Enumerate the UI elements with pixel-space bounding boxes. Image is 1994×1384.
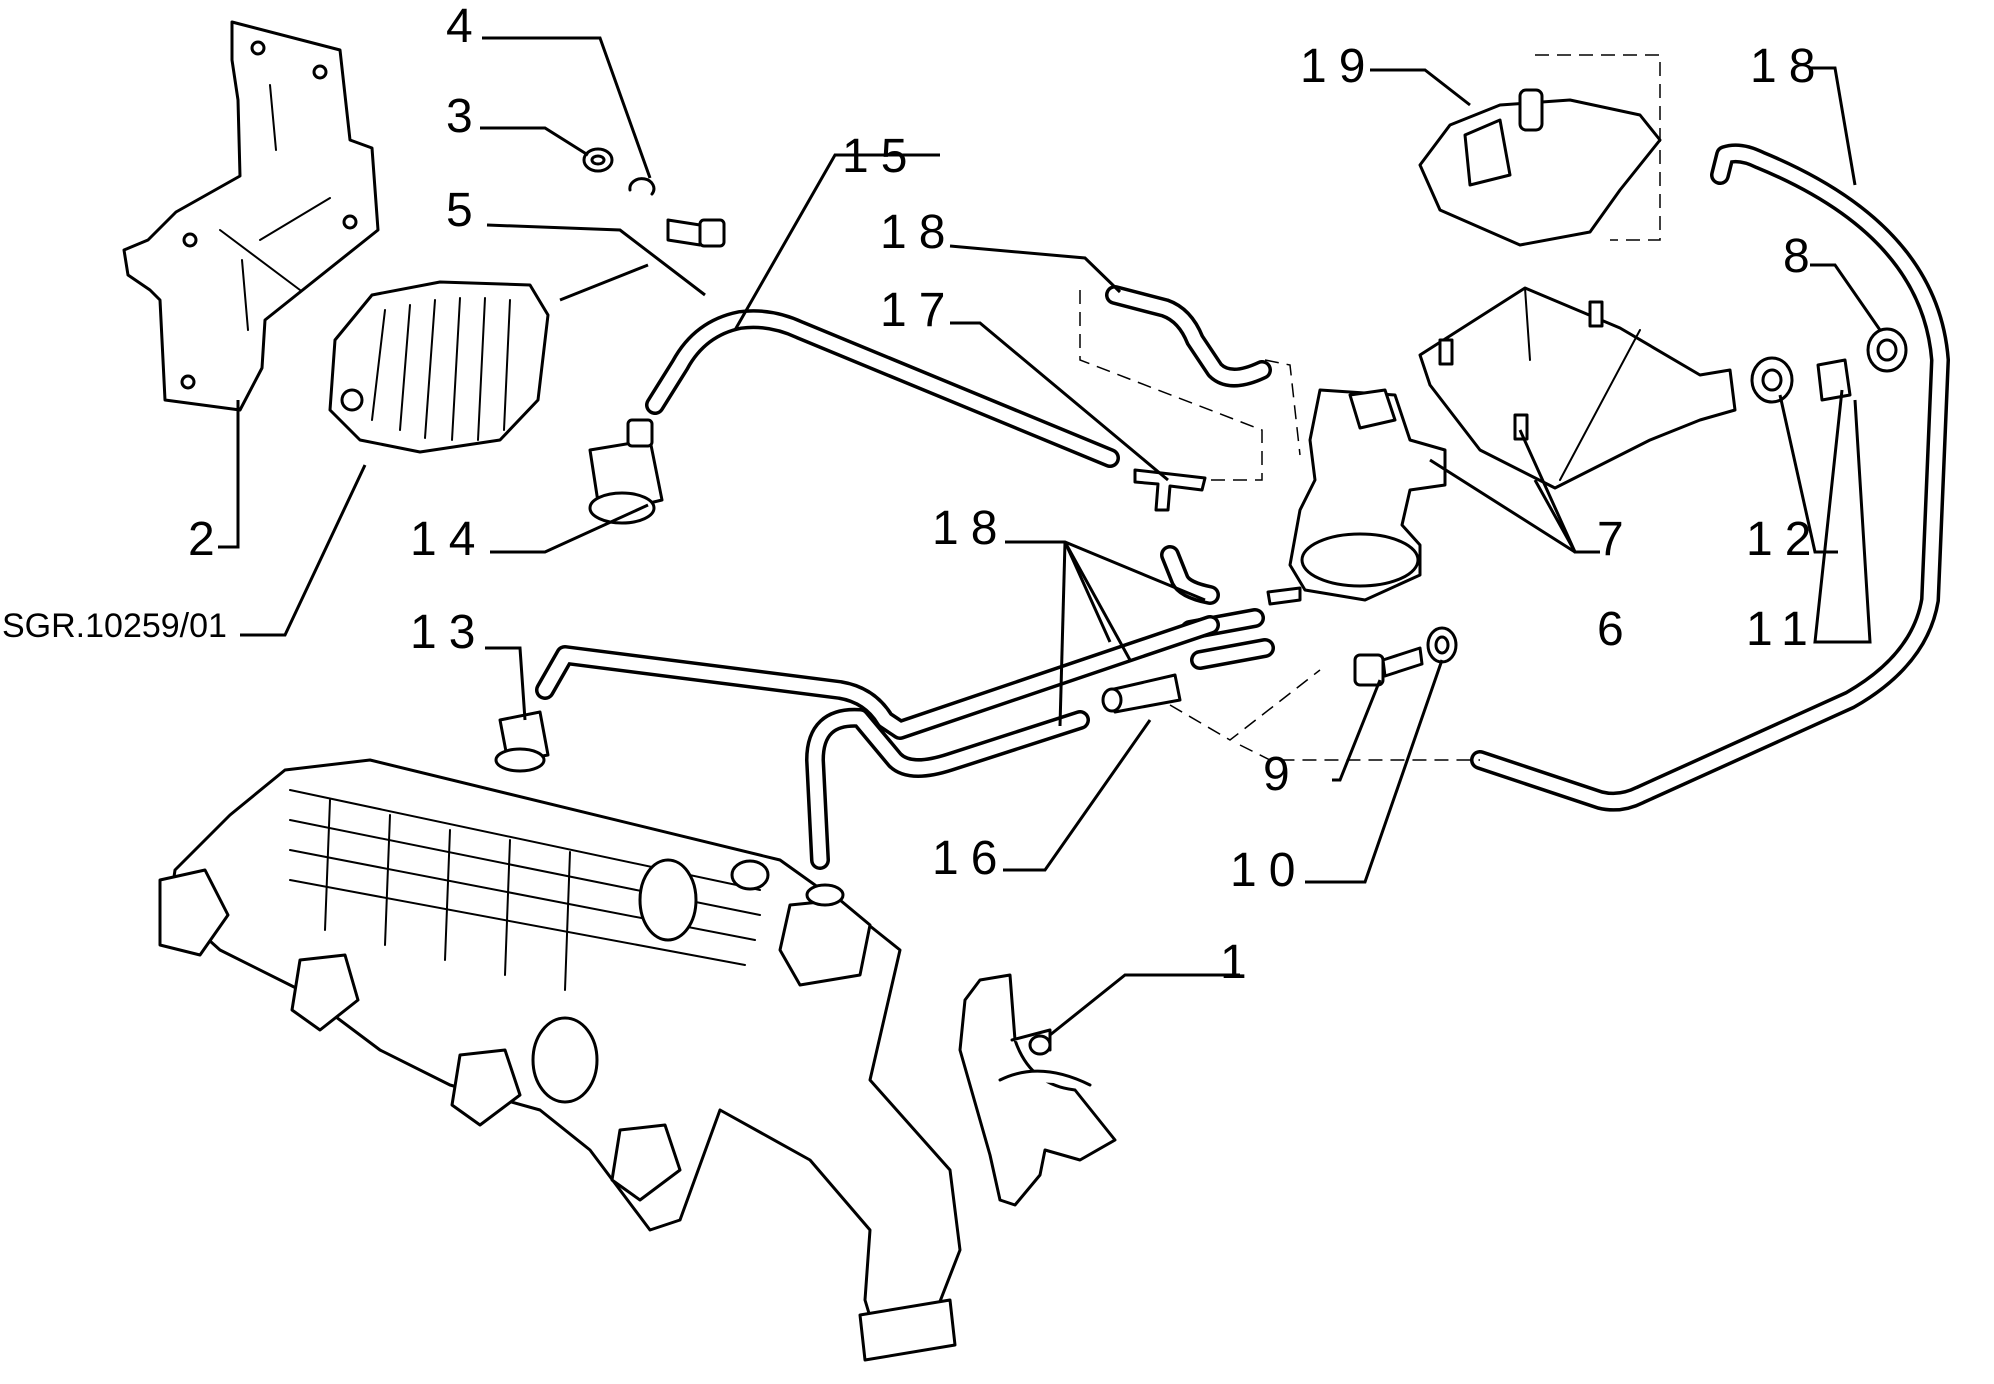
part-14-cap [588,418,664,525]
hose-18-right [1470,143,1950,812]
hose-15 [645,309,1120,468]
callout-18-right: 18 [1750,40,1827,93]
part-13-cap [494,710,550,773]
callout-3: 3 [446,90,485,143]
callout-17: 17 [880,284,957,337]
callout-2: 2 [188,513,227,566]
part-4-spring-washer [628,177,656,196]
callout-18-upper: 18 [880,206,957,259]
part-6-valve [1266,388,1447,606]
part-7-bracket [1418,286,1737,490]
callout-5: 5 [446,184,485,237]
callout-4: 4 [446,0,485,53]
part-12-grommet [1750,356,1794,404]
part-8-nut [1866,327,1908,373]
callout-1: 1 [1220,936,1259,989]
reference-code: SGR.10259/01 [2,607,227,645]
callout-19: 19 [1300,40,1377,93]
callout-7: 7 [1597,513,1636,566]
hose-18-upper [1105,285,1272,388]
callout-16: 16 [932,832,1009,885]
part-5-bolt [666,218,726,248]
part-17-t-fitting [1133,468,1207,512]
callout-12: 12 [1746,513,1823,566]
callout-9: 9 [1263,748,1302,801]
part-10-washer [1426,626,1458,664]
callout-15: 15 [842,130,919,183]
part-11-plug [1816,358,1852,402]
leader-lines [218,36,1882,1037]
callout-6: 6 [1597,603,1636,656]
callout-8: 8 [1783,230,1822,283]
callout-10: 10 [1230,844,1307,897]
control-unit [328,280,550,454]
callout-11: 11 [1746,603,1820,656]
hose-13-long [535,615,1220,870]
part-9-bolt [1353,646,1424,687]
callout-13: 13 [410,606,487,659]
part-3-washer [582,147,614,173]
part-1-clamp [958,973,1117,1207]
dash-guide-9-10 [1169,669,1480,761]
part-19-actuator [1418,54,1662,247]
exhaust-manifold [158,758,962,1362]
callout-18-center: 18 [932,502,1009,555]
part-2-bracket [122,20,380,412]
part-16-fitting [1101,673,1182,714]
callout-14: 14 [410,513,487,566]
